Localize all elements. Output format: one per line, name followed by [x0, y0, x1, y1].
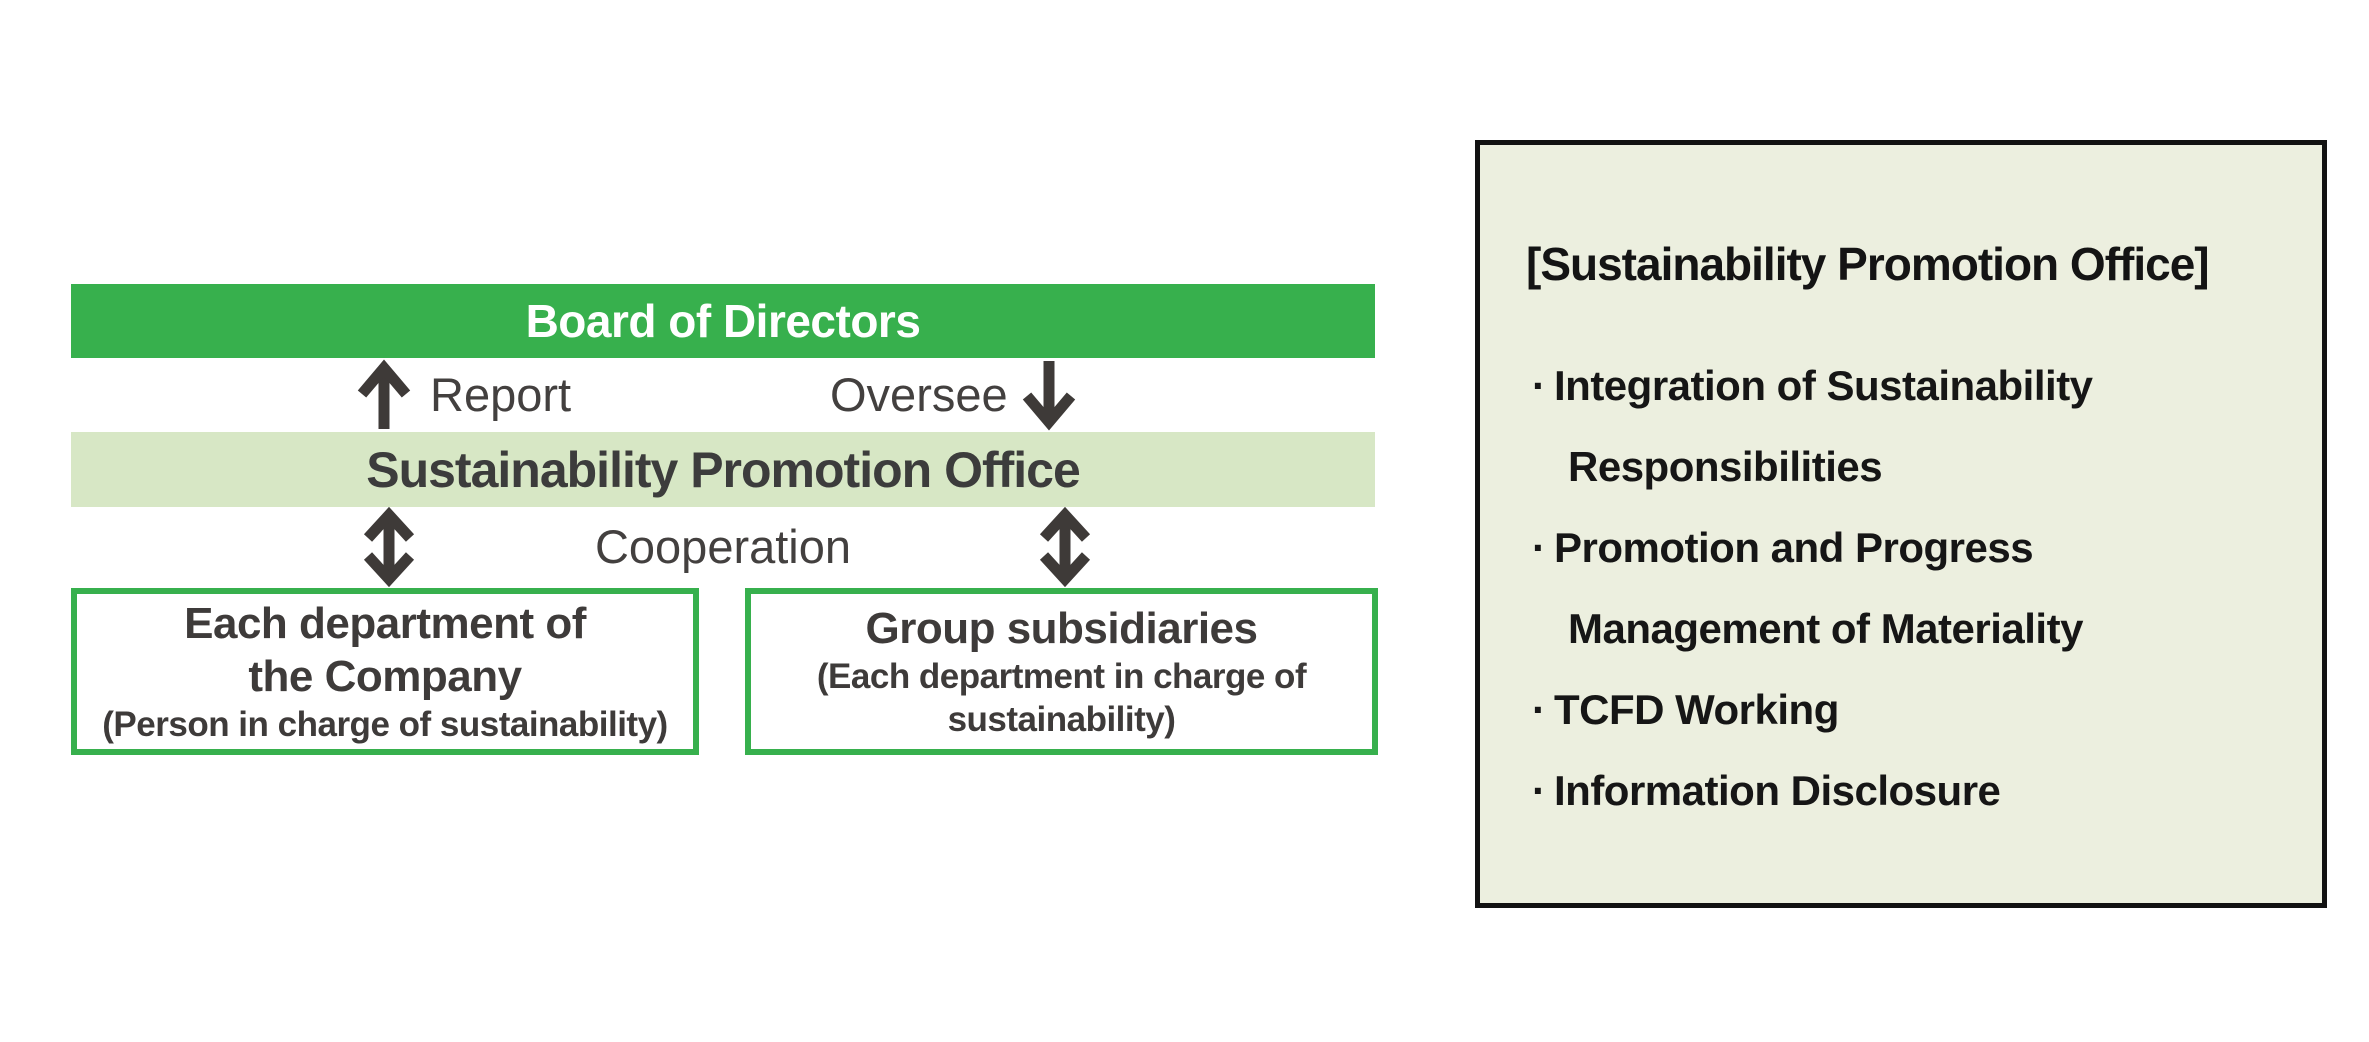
- bullet-icon: ·: [1532, 524, 1546, 571]
- board-of-directors-bar: Board of Directors: [71, 284, 1375, 358]
- cooperation-double-arrow-right-icon: [1039, 507, 1091, 587]
- group-subsidiaries-note: (Each department in charge of sustainabi…: [816, 657, 1307, 739]
- cooperation-double-arrow-left-icon: [363, 507, 415, 587]
- bullet-icon: ·: [1532, 767, 1546, 814]
- company-departments-note: (Person in charge of sustainability): [102, 705, 668, 744]
- group-subsidiaries-title: Group subsidiaries: [865, 604, 1258, 653]
- panel-task-list: · Integration of Sustainability Responsi…: [1480, 345, 2312, 831]
- cooperation-label: Cooperation: [594, 520, 852, 573]
- oversee-down-arrow-icon: [1022, 361, 1076, 431]
- list-item: · Integration of Sustainability Responsi…: [1480, 345, 2312, 507]
- panel-title: [Sustainability Promotion Office]: [1526, 238, 2210, 290]
- list-item: · Promotion and Progress Management of M…: [1480, 507, 2312, 669]
- list-item: · TCFD Working: [1480, 669, 2312, 750]
- report-up-arrow-icon: [357, 359, 411, 429]
- list-item: · Information Disclosure: [1480, 750, 2312, 831]
- company-departments-title: Each department of the Company: [184, 599, 586, 701]
- oversee-label: Oversee: [830, 368, 1008, 421]
- sustainability-promotion-office-label: Sustainability Promotion Office: [366, 441, 1081, 498]
- board-of-directors-label: Board of Directors: [525, 295, 921, 347]
- bullet-icon: ·: [1532, 686, 1546, 733]
- company-departments-box: Each department of the Company (Person i…: [71, 588, 699, 755]
- sustainability-promotion-office-bar: Sustainability Promotion Office: [71, 432, 1375, 507]
- sustainability-promotion-office-panel: [Sustainability Promotion Office] · Inte…: [1475, 140, 2327, 908]
- bullet-icon: ·: [1532, 362, 1546, 409]
- group-subsidiaries-box: Group subsidiaries (Each department in c…: [745, 588, 1378, 755]
- report-label: Report: [430, 368, 572, 421]
